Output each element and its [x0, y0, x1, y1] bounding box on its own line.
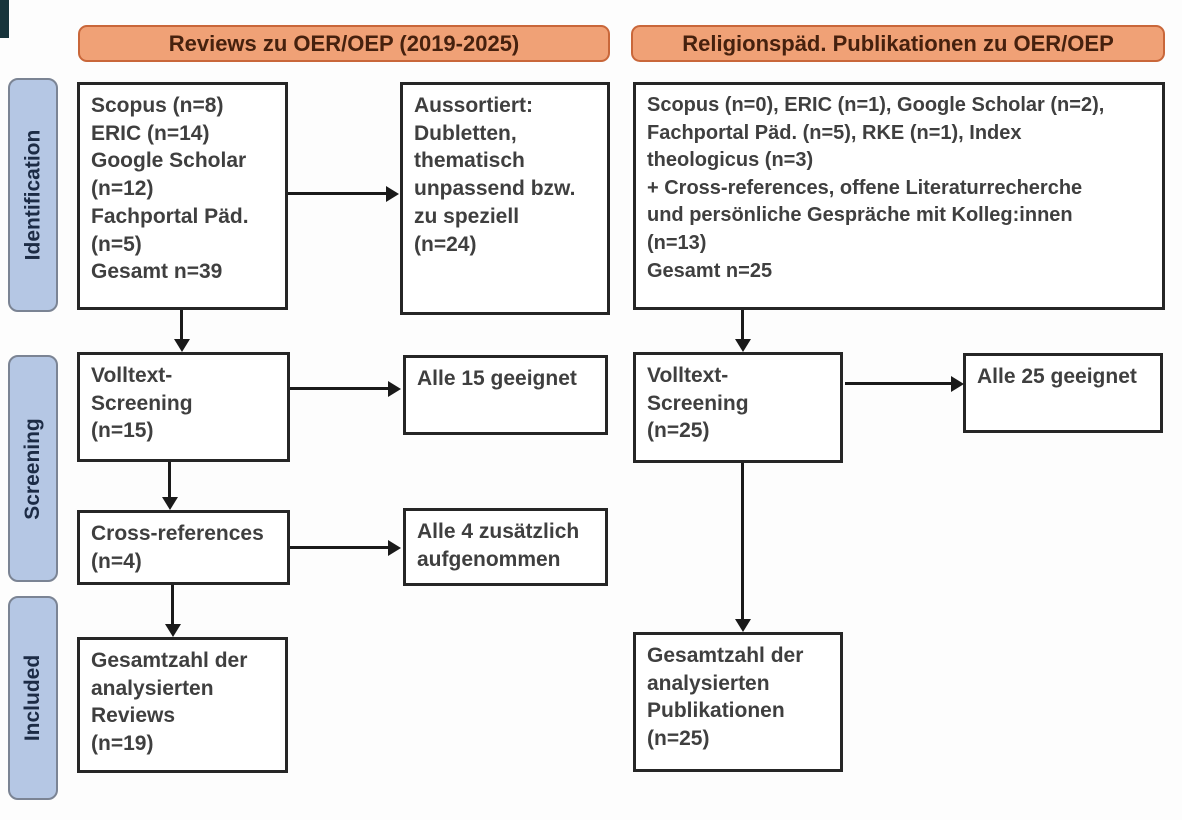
box-all-25-suitable: Alle 25 geeignet: [963, 353, 1163, 433]
box-sorted-out: Aussortiert: Dubletten, thematisch unpas…: [400, 82, 610, 315]
arrowhead-crossref-to-included4: [388, 540, 401, 556]
arrow-crossref-to-included4: [290, 546, 388, 549]
stage-screening-label: Screening: [21, 417, 45, 520]
arrowhead-id-to-sortedout: [386, 186, 399, 202]
arrow-screening-to-total-right: [741, 463, 744, 620]
arrowhead-id-to-screening-right: [735, 339, 751, 352]
arrowhead-screening-to-crossref: [162, 497, 178, 510]
arrow-id-to-sortedout: [288, 192, 386, 195]
box-fulltext-screening-left: Volltext- Screening (n=15): [77, 352, 290, 462]
column-header-reviews: Reviews zu OER/OEP (2019-2025): [78, 25, 610, 62]
arrow-screening-to-suitable-left: [290, 387, 388, 390]
column-header-religionspaed: Religionspäd. Publikationen zu OER/OEP: [631, 25, 1165, 62]
stage-included-label: Included: [21, 654, 44, 742]
box-fulltext-screening-right: Volltext- Screening (n=25): [633, 352, 843, 463]
box-identification-right: Scopus (n=0), ERIC (n=1), Google Scholar…: [633, 82, 1165, 310]
box-cross-references: Cross-references (n=4): [77, 510, 290, 585]
box-all-15-suitable: Alle 15 geeignet: [403, 355, 608, 435]
arrowhead-screening-to-total-right: [735, 619, 751, 632]
arrow-crossref-to-total-left: [171, 585, 174, 625]
arrowhead-screening-to-suitable-left: [388, 381, 401, 397]
stage-identification-label: Identification: [21, 129, 45, 261]
stage-included: Included: [8, 596, 58, 800]
box-identification-left: Scopus (n=8) ERIC (n=14) Google Scholar …: [77, 82, 288, 310]
box-included-total-right: Gesamtzahl der analysierten Publikatione…: [633, 632, 843, 772]
stage-identification: Identification: [8, 78, 58, 312]
arrowhead-screening-to-suitable-right: [951, 376, 964, 392]
arrowhead-crossref-to-total-left: [165, 624, 181, 637]
arrow-screening-to-suitable-right: [845, 382, 951, 385]
arrowhead-id-to-screening-left: [174, 339, 190, 352]
box-cross-ref-included: Alle 4 zusätzlich aufgenommen: [403, 508, 608, 586]
box-included-total-left: Gesamtzahl der analysierten Reviews (n=1…: [77, 637, 288, 773]
arrow-id-to-screening-right: [741, 310, 744, 339]
arrow-screening-to-crossref: [168, 462, 171, 498]
stage-screening: Screening: [8, 355, 58, 582]
arrow-id-to-screening-left: [180, 310, 183, 339]
corner-artifact: [0, 0, 9, 38]
